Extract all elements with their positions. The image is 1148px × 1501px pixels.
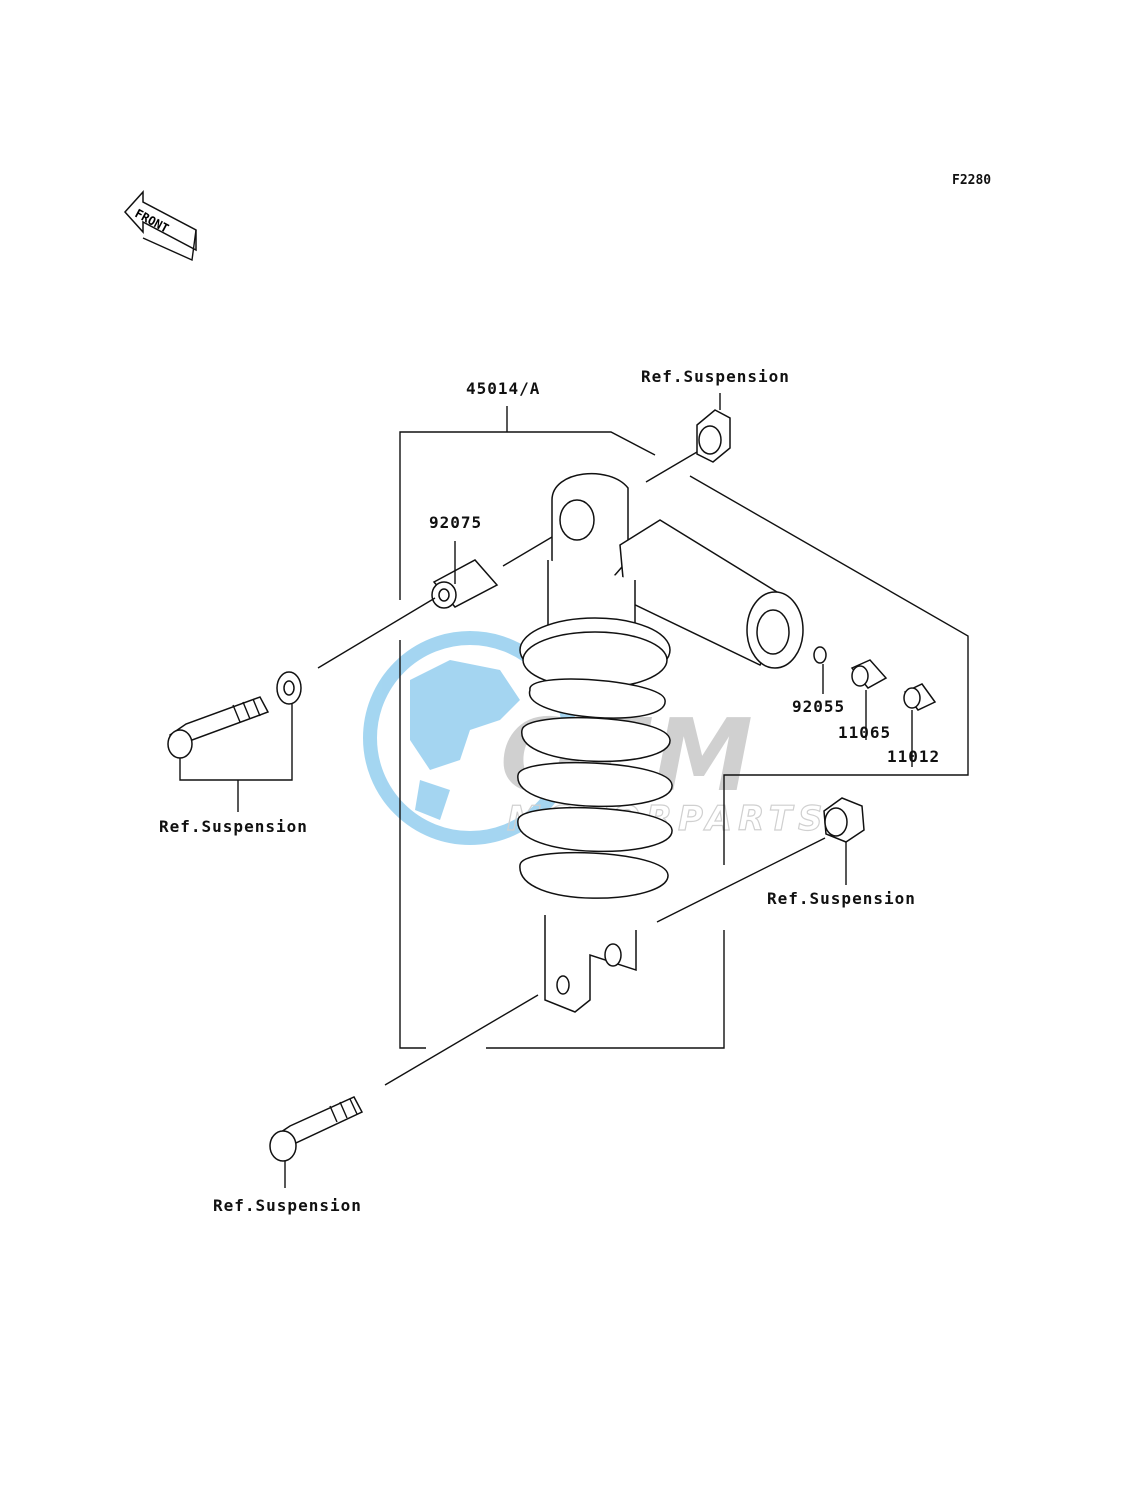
o-ring-92055 xyxy=(813,646,827,694)
label-ref-lower-bolt: Ref.Suspension xyxy=(213,1196,362,1215)
label-11012: 11012 xyxy=(887,747,940,766)
label-92055: 92055 xyxy=(792,697,845,716)
lower-bolt xyxy=(269,994,539,1188)
cap-11012 xyxy=(903,683,937,767)
assembly-bracket xyxy=(399,406,969,1049)
top-nut xyxy=(502,393,731,567)
figure-code: F2280 xyxy=(952,173,991,188)
label-92075: 92075 xyxy=(429,513,482,532)
shock-absorber xyxy=(517,472,804,1013)
label-ref-lower-nut: Ref.Suspension xyxy=(767,889,916,908)
label-ref-top-nut: Ref.Suspension xyxy=(641,367,790,386)
label-ref-upper-bolt: Ref.Suspension xyxy=(159,817,308,836)
label-11065: 11065 xyxy=(838,723,891,742)
lower-nut xyxy=(656,797,865,923)
upper-bolt xyxy=(167,597,436,812)
valve-11065 xyxy=(850,659,888,740)
label-45014a: 45014/A xyxy=(466,379,540,398)
collar-92075 xyxy=(431,541,499,609)
front-arrow-icon: FRONT xyxy=(123,190,197,262)
